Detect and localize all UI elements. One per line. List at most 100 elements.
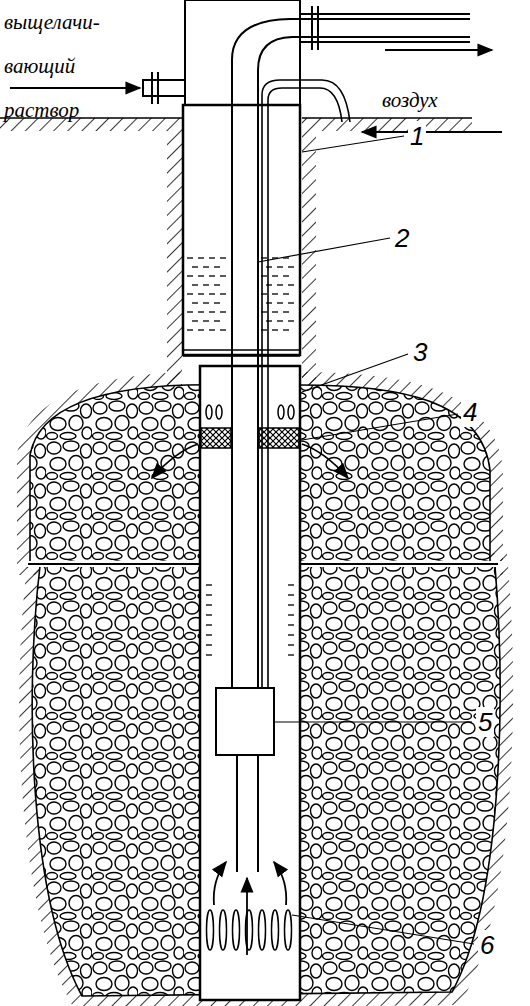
air-mixer: [216, 688, 274, 755]
filter-screen: [201, 428, 299, 448]
solution-level: [288, 302, 294, 303]
solution-level: [198, 257, 204, 258]
leader-line: [258, 238, 390, 262]
solution-level: [272, 329, 278, 330]
flow-arrow: [274, 862, 286, 905]
casing-pipe: [183, 349, 300, 351]
solution-level: [203, 266, 209, 267]
solution-level: [203, 320, 209, 321]
solution-level: [277, 266, 283, 267]
casing-marks: [288, 594, 294, 595]
solution-level: [209, 257, 215, 258]
solution-level: [214, 302, 220, 303]
casing-pipe: [200, 366, 300, 1000]
flow-label: выщелачи- вающий раствор: [4, 0, 124, 132]
leader-line: [292, 915, 474, 944]
intake-slots: [207, 910, 214, 950]
casing-marks: [206, 584, 212, 585]
casing-slots: [216, 405, 222, 419]
solution-level: [288, 284, 294, 285]
casing-marks: [206, 634, 212, 635]
solution-level: [277, 284, 283, 285]
casing-marks: [206, 644, 212, 645]
solution-level: [288, 320, 294, 321]
flow-arrow: [10, 87, 140, 89]
solution-level: [198, 275, 204, 276]
solution-level: [220, 293, 226, 294]
well-head: [185, 0, 300, 105]
air-mixer: [236, 755, 238, 872]
solution-level: [187, 293, 193, 294]
lift-tube: [232, 19, 470, 690]
casing-marks: [288, 584, 294, 585]
solution-level: [187, 311, 193, 312]
flow-arrow: [214, 862, 226, 905]
casing-marks: [288, 654, 294, 655]
solution-level: [192, 284, 198, 285]
solution-level: [187, 258, 294, 330]
air-tube: [262, 80, 350, 690]
casing-slots: [288, 405, 294, 419]
casing-slots: [206, 405, 212, 419]
lift-tube: [232, 19, 470, 690]
solution-level: [203, 284, 209, 285]
solution-level: [272, 311, 278, 312]
well-head: [143, 80, 185, 96]
solution-level: [220, 257, 226, 258]
flow-arrow: [385, 49, 492, 51]
casing-marks: [206, 624, 212, 625]
callout-number: 3: [411, 337, 429, 367]
intake-slots: [285, 910, 292, 950]
solution-level: [214, 284, 220, 285]
solution-level: [283, 329, 289, 330]
solution-level: [187, 329, 193, 330]
solution-level: [198, 293, 204, 294]
solution-level: [283, 275, 289, 276]
leader-line: [274, 721, 472, 722]
solution-level: [266, 266, 272, 267]
well-head: [300, 13, 470, 15]
solution-level: [283, 293, 289, 294]
solution-level: [272, 275, 278, 276]
air-mixer: [216, 688, 274, 872]
lift-tube: [258, 37, 470, 690]
casing-marks: [206, 585, 294, 655]
filter-screen: [259, 428, 299, 448]
casing-marks: [206, 594, 212, 595]
solution-level: [192, 320, 198, 321]
casing-pipe: [183, 105, 300, 355]
well-head: [317, 6, 319, 50]
well-head: [311, 6, 313, 50]
well-head: [300, 41, 470, 43]
flow-arrow: [362, 131, 502, 133]
air-mixer: [257, 755, 259, 872]
callout-number: 6: [478, 930, 496, 960]
well-head: [151, 72, 153, 104]
solution-level: [198, 311, 204, 312]
solution-level: [209, 329, 215, 330]
casing-slots: [206, 405, 294, 419]
casing-pipe: [183, 105, 300, 1000]
casing-marks: [288, 644, 294, 645]
solution-level: [288, 266, 294, 267]
flow-arrow: [246, 878, 248, 955]
intake-slots: [207, 910, 292, 950]
solution-level: [266, 320, 272, 321]
solution-level: [198, 329, 204, 330]
solution-level: [209, 293, 215, 294]
solution-level: [266, 302, 272, 303]
solution-level: [214, 266, 220, 267]
ground-hatching: [0, 118, 180, 385]
solution-level: [187, 275, 193, 276]
callout-number: 4: [461, 397, 479, 427]
solution-level: [220, 311, 226, 312]
callout-number: 1: [408, 121, 426, 151]
leader-line: [302, 414, 458, 440]
solution-level: [283, 311, 289, 312]
callout-number: 5: [476, 707, 494, 737]
intake-slots: [259, 910, 266, 950]
casing-pipe: [183, 355, 300, 357]
solution-level: [214, 320, 220, 321]
solution-level: [266, 284, 272, 285]
flow-arrow: [152, 444, 198, 478]
